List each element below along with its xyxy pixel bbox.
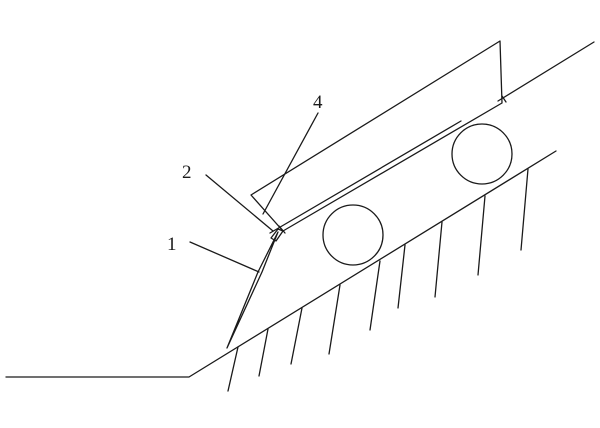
pile — [328, 284, 341, 355]
carriage-tick — [501, 95, 507, 103]
pile — [434, 221, 443, 298]
ground-base-line — [5, 150, 557, 378]
connector-pin — [278, 225, 286, 234]
wheel-upper — [451, 123, 513, 185]
blade-part-1 — [226, 231, 279, 349]
lower-rail-line — [269, 120, 462, 234]
callout-label-2: 2 — [182, 162, 192, 183]
leader-line-1 — [189, 241, 260, 273]
pile — [290, 307, 303, 365]
carriage-body — [250, 40, 503, 232]
pile — [520, 168, 529, 251]
pile — [258, 328, 269, 377]
wheel-lower — [322, 204, 384, 266]
callout-label-1: 1 — [167, 234, 177, 255]
leader-line-4 — [262, 112, 319, 215]
pile — [397, 244, 406, 309]
pile — [477, 195, 486, 276]
pile — [227, 346, 239, 392]
callout-label-4: 4 — [313, 92, 323, 113]
support-piles — [227, 168, 529, 392]
pile — [369, 260, 381, 331]
leader-line-2 — [205, 174, 274, 232]
upper-rail-line — [497, 41, 595, 102]
connector-part-2 — [270, 225, 286, 242]
